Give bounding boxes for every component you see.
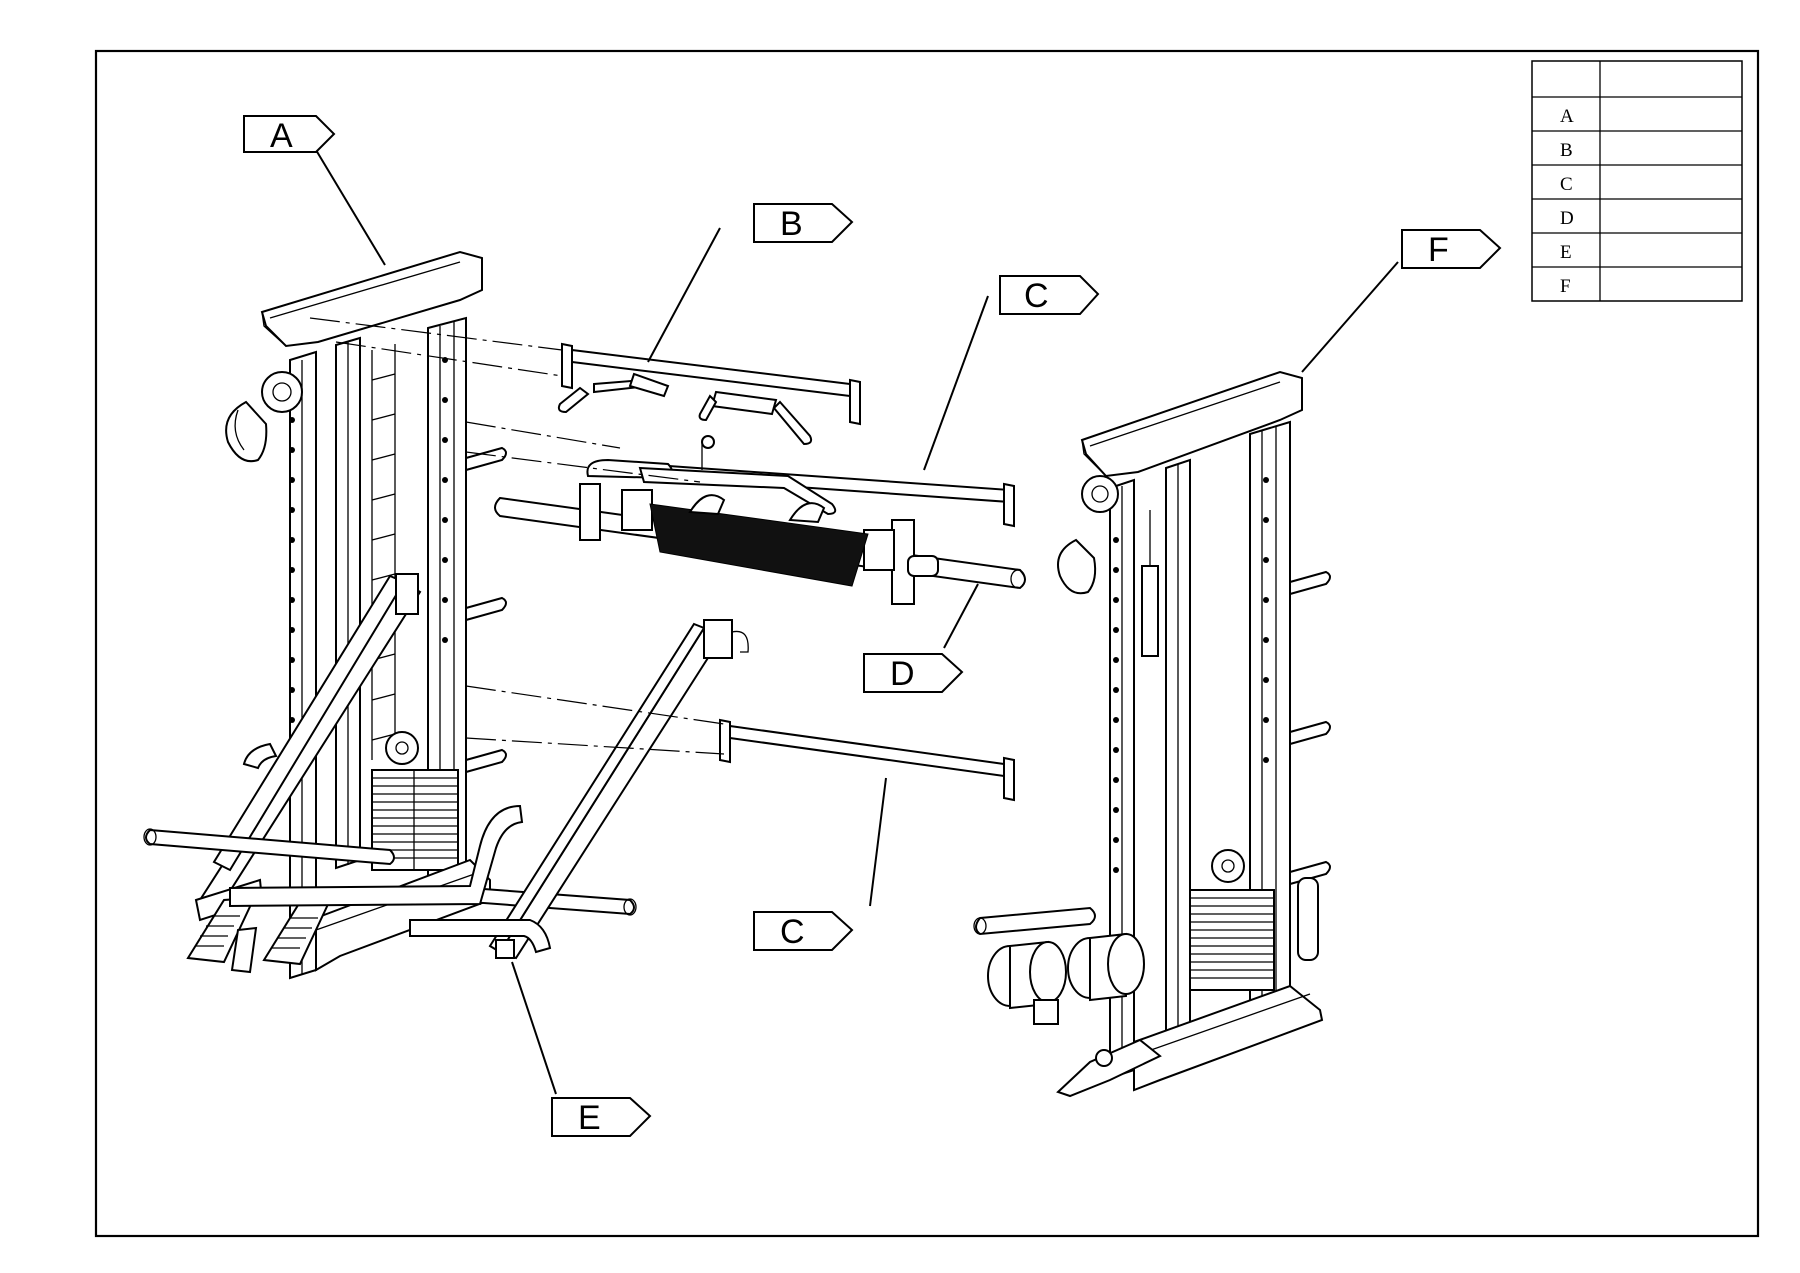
leader-lines (309, 139, 1399, 1095)
left-tower-frame (225, 250, 507, 980)
table-row-id: D (1560, 208, 1574, 229)
callout-b-label: B (780, 205, 803, 243)
callout-a-label: A (270, 117, 293, 155)
table-row-id: C (1560, 174, 1573, 195)
callout-e: E (551, 1097, 652, 1137)
callout-c-lower: C (753, 911, 854, 951)
callout-c-lower-label: C (780, 913, 805, 951)
callout-f: F (1401, 229, 1502, 269)
part-e-arm (229, 619, 749, 960)
callout-d-label: D (890, 655, 915, 693)
callout-d: D (863, 653, 964, 693)
callout-a: A (243, 115, 336, 155)
part-d-smith-bar (494, 435, 1026, 605)
callout-c-upper-label: C (1024, 277, 1049, 315)
parts-table: A B C D E F (1531, 60, 1743, 302)
table-row-id: A (1560, 106, 1574, 127)
drawing-border (94, 49, 1760, 1238)
assembly-guide-lines (309, 317, 725, 755)
table-row-id: E (1560, 242, 1572, 263)
callout-c-upper: C (999, 275, 1100, 315)
part-c-upper-beam (586, 458, 1015, 528)
right-tower-frame (973, 370, 1331, 1098)
callout-b: B (753, 203, 854, 243)
callout-e-label: E (578, 1099, 601, 1137)
table-row-id: F (1560, 276, 1571, 297)
callout-f-label: F (1428, 231, 1449, 269)
part-b-bar (557, 342, 861, 446)
table-row-id: B (1560, 140, 1573, 161)
part-c-lower-beam (719, 718, 1015, 802)
